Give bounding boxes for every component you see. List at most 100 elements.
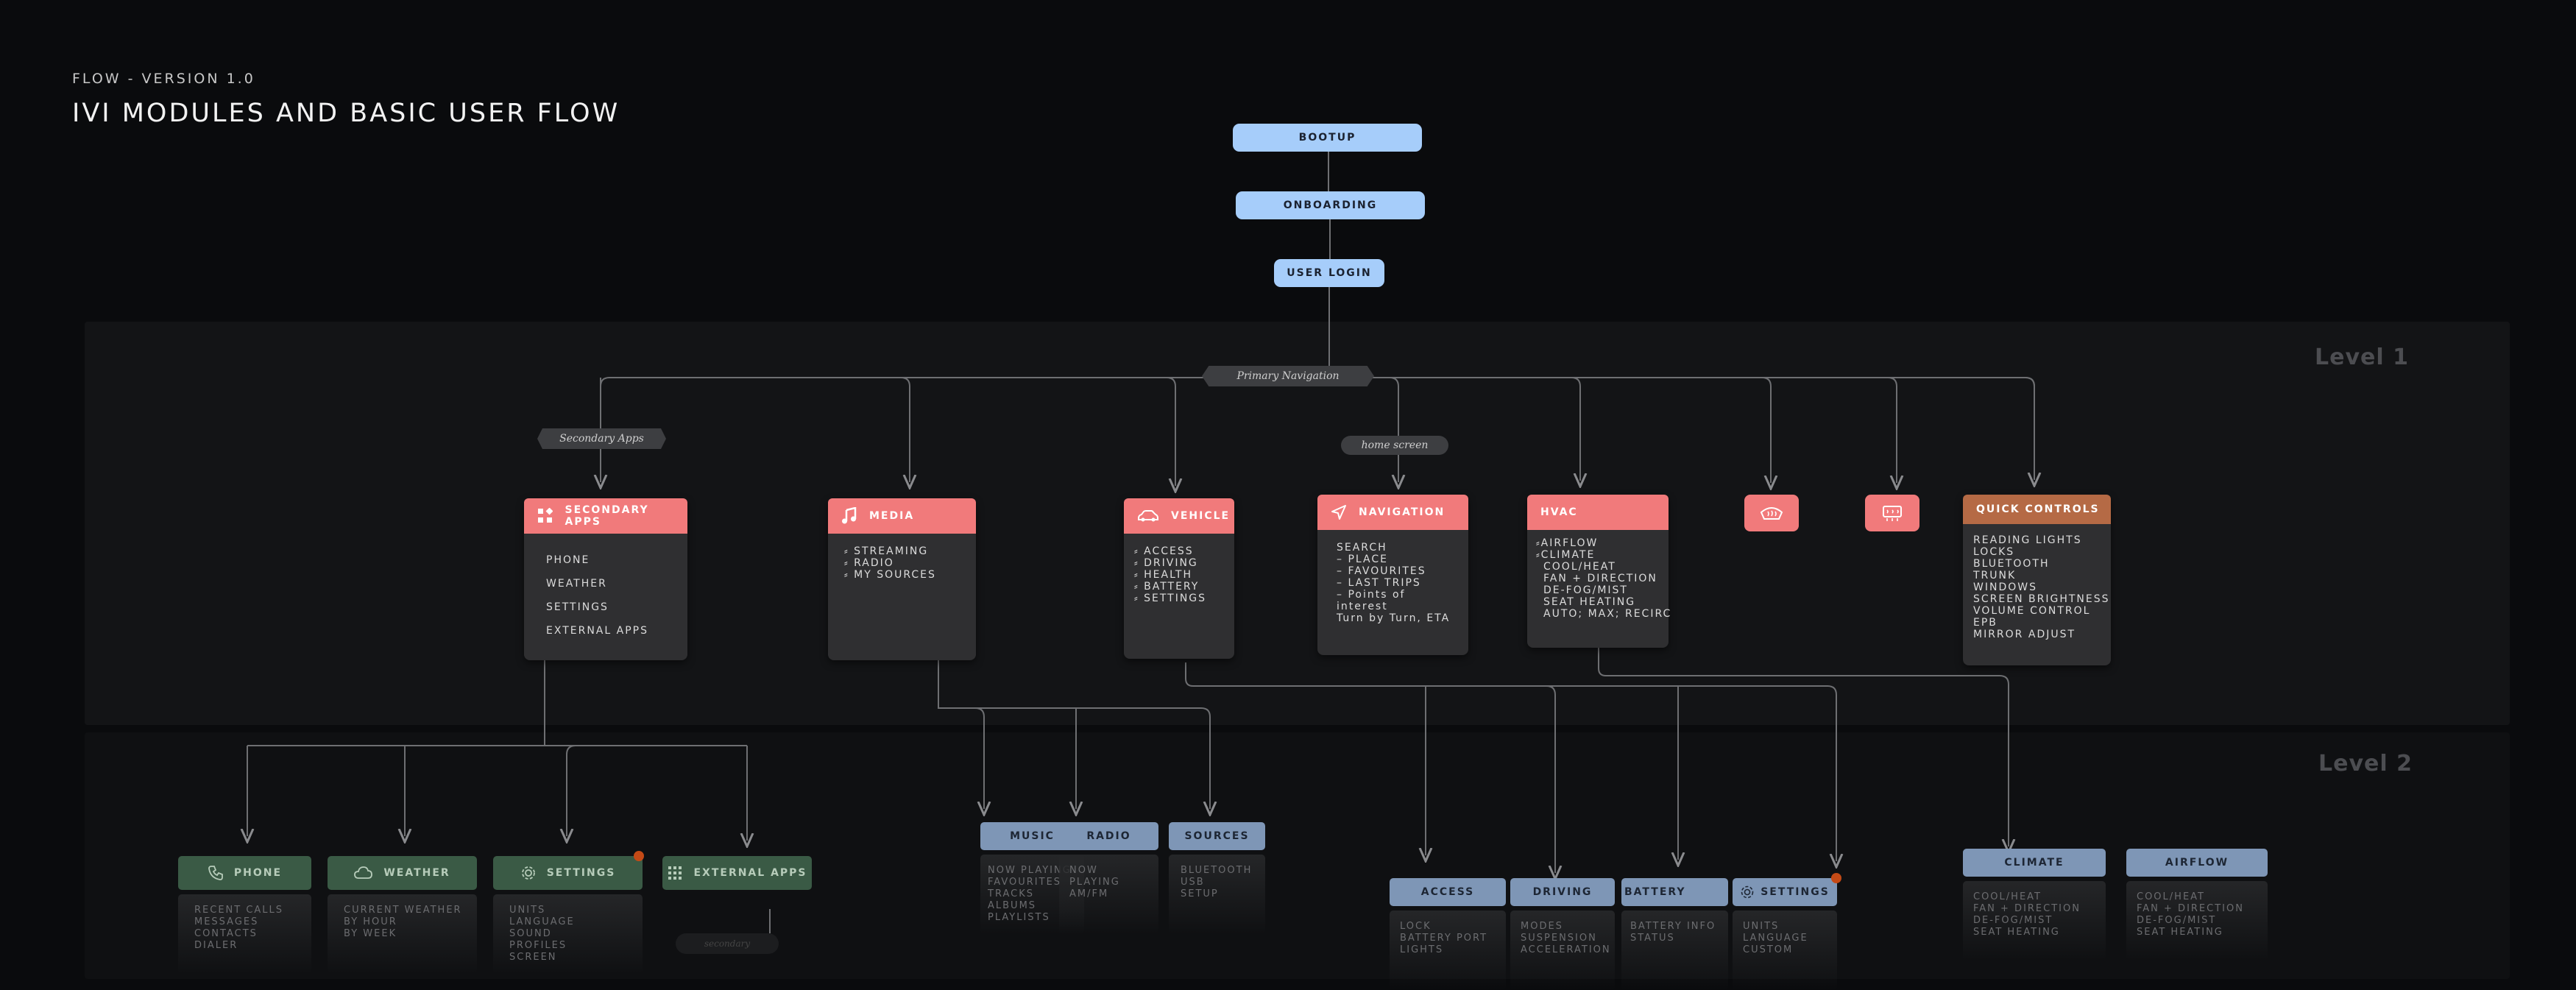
battery-header[interactable]: BATTERY: [1621, 878, 1728, 906]
list-item[interactable]: COOL/HEAT: [1543, 561, 1616, 573]
list-item[interactable]: DE-FOG/MIST: [1543, 584, 1628, 596]
list-item[interactable]: SETTINGS: [546, 601, 609, 613]
driving-node[interactable]: DRIVING MODES SUSPENSION ACCELERATION: [1510, 878, 1615, 990]
rear-defrost-button[interactable]: [1865, 495, 1919, 531]
list-item[interactable]: VOLUME CONTROL: [1973, 605, 2091, 617]
user-login-node[interactable]: USER LOGIN: [1274, 259, 1384, 287]
list-item[interactable]: Turn by Turn, ETA: [1337, 612, 1451, 624]
list-item[interactable]: WEATHER: [546, 578, 607, 590]
list-item[interactable]: MIRROR ADJUST: [1973, 629, 2076, 640]
list-item[interactable]: ⸗ BATTERY: [1134, 581, 1200, 593]
list-item[interactable]: WINDOWS: [1973, 581, 2037, 593]
list-item: SUSPENSION: [1521, 933, 1597, 944]
list-item: CURRENT WEATHER: [344, 905, 462, 916]
list-item[interactable]: LOCKS: [1973, 546, 2015, 558]
sources-node[interactable]: SOURCES BLUETOOTH USB SETUP: [1169, 822, 1265, 934]
external-apps-header[interactable]: EXTERNAL APPS: [662, 856, 812, 890]
grid-dots-icon: [668, 866, 682, 880]
list-item[interactable]: TRUNK: [1973, 570, 2017, 581]
driving-header[interactable]: DRIVING: [1510, 878, 1615, 906]
external-apps-node[interactable]: EXTERNAL APPS: [662, 856, 812, 890]
hvac-module[interactable]: HVAC ⸗AIRFLOW ⸗CLIMATE COOL/HEAT FAN + D…: [1527, 495, 1672, 648]
secondary-apps-module[interactable]: SECONDARY APPS PHONE WEATHER SETTINGS EX…: [524, 498, 687, 660]
sources-header[interactable]: SOURCES: [1169, 822, 1265, 850]
onboarding-node[interactable]: ONBOARDING: [1236, 191, 1425, 219]
radio-node[interactable]: RADIO NOW PLAYING AM/FM: [1059, 822, 1158, 934]
faded-secondary-tag: secondary: [676, 933, 779, 954]
rear-defrost-icon: [1883, 506, 1902, 521]
list-item[interactable]: ⸗ RADIO: [844, 557, 894, 569]
list-item[interactable]: ⸗CLIMATE: [1536, 549, 1596, 561]
navigation-module[interactable]: NAVIGATION SEARCH – PLACE – FAVOURITES –…: [1317, 495, 1468, 655]
hvac-header[interactable]: HVAC: [1527, 495, 1669, 530]
gear-icon: [1741, 885, 1754, 899]
page-title: IVI MODULES AND BASIC USER FLOW: [72, 99, 620, 128]
vehicle-settings-node[interactable]: SETTINGS UNITS LANGUAGE CUSTOM: [1733, 878, 1837, 990]
list-item[interactable]: EPB: [1973, 617, 1998, 629]
gear-icon: [521, 866, 535, 880]
settings-header[interactable]: SETTINGS: [493, 856, 643, 890]
bootup-node[interactable]: BOOTUP: [1233, 124, 1422, 152]
list-item[interactable]: ⸗ SETTINGS: [1134, 593, 1207, 604]
list-item: ACCELERATION: [1521, 944, 1611, 955]
list-item[interactable]: – Points of: [1337, 589, 1406, 601]
list-item[interactable]: READING LIGHTS: [1973, 534, 2082, 546]
climate-node[interactable]: CLIMATE COOL/HEAT FAN + DIRECTION DE-FOG…: [1963, 849, 2106, 961]
settings-list: UNITS LANGUAGE SOUND PROFILES SCREEN: [493, 894, 643, 974]
settings-node[interactable]: SETTINGS UNITS LANGUAGE SOUND PROFILES S…: [493, 856, 643, 974]
front-defrost-button[interactable]: [1744, 495, 1799, 531]
list-item[interactable]: BLUETOOTH: [1973, 558, 2050, 570]
vehicle-module[interactable]: VEHICLE ⸗ ACCESS ⸗ DRIVING ⸗ HEALTH ⸗ BA…: [1124, 498, 1234, 659]
media-header[interactable]: MEDIA: [828, 498, 976, 534]
list-item[interactable]: ⸗ MY SOURCES: [844, 569, 936, 581]
list-item: BATTERY INFO: [1630, 921, 1716, 932]
access-node[interactable]: ACCESS LOCK BATTERY PORT LIGHTS: [1390, 878, 1506, 990]
climate-header[interactable]: CLIMATE: [1963, 849, 2106, 877]
list-item: BLUETOOTH: [1181, 865, 1253, 876]
list-item[interactable]: – PLACE: [1337, 554, 1388, 565]
secondary-apps-header[interactable]: SECONDARY APPS: [524, 498, 687, 534]
front-defrost-icon: [1760, 507, 1783, 520]
hvac-title: HVAC: [1540, 506, 1578, 518]
list-item[interactable]: ⸗AIRFLOW: [1536, 537, 1599, 549]
battery-node[interactable]: BATTERY BATTERY INFO STATUS: [1621, 878, 1728, 990]
phone-node[interactable]: PHONE RECENT CALLS MESSAGES CONTACTS DIA…: [178, 856, 311, 974]
list-item[interactable]: – LAST TRIPS: [1337, 577, 1421, 589]
list-item[interactable]: SEAT HEATING: [1543, 596, 1636, 608]
weather-header[interactable]: WEATHER: [328, 856, 477, 890]
airflow-list: COOL/HEAT FAN + DIRECTION DE-FOG/MIST SE…: [2126, 881, 2268, 961]
vehicle-settings-header[interactable]: SETTINGS: [1733, 878, 1837, 906]
list-item[interactable]: ⸗ DRIVING: [1134, 557, 1198, 569]
car-icon: [1138, 510, 1158, 522]
access-header[interactable]: ACCESS: [1390, 878, 1506, 906]
list-item: PLAYING: [1069, 877, 1120, 888]
list-item[interactable]: SCREEN BRIGHTNESS: [1973, 593, 2110, 605]
vehicle-settings-list: UNITS LANGUAGE CUSTOM: [1733, 911, 1837, 990]
list-item[interactable]: interest: [1337, 601, 1388, 612]
list-item[interactable]: EXTERNAL APPS: [546, 625, 648, 637]
vehicle-header[interactable]: VEHICLE: [1124, 498, 1234, 534]
quick-controls-header[interactable]: QUICK CONTROLS: [1963, 495, 2111, 524]
airflow-node[interactable]: AIRFLOW COOL/HEAT FAN + DIRECTION DE-FOG…: [2126, 849, 2268, 961]
list-item[interactable]: SEARCH: [1337, 542, 1387, 554]
phone-header[interactable]: PHONE: [178, 856, 311, 890]
level-2-label: Level 2: [2318, 751, 2413, 777]
access-list: LOCK BATTERY PORT LIGHTS: [1390, 911, 1506, 990]
list-item[interactable]: – FAVOURITES: [1337, 565, 1426, 577]
navigation-header[interactable]: NAVIGATION: [1317, 495, 1468, 530]
radio-header[interactable]: RADIO: [1059, 822, 1158, 850]
phone-icon: [208, 866, 223, 880]
list-item[interactable]: ⸗ STREAMING: [844, 545, 929, 557]
list-item[interactable]: ⸗ HEALTH: [1134, 569, 1193, 581]
quick-controls-module[interactable]: QUICK CONTROLS READING LIGHTS LOCKS BLUE…: [1963, 495, 2111, 665]
airflow-header[interactable]: AIRFLOW: [2126, 849, 2268, 877]
weather-node[interactable]: WEATHER CURRENT WEATHER BY HOUR BY WEEK: [328, 856, 477, 974]
list-item: BATTERY PORT: [1400, 933, 1488, 944]
home-screen-tag: home screen: [1341, 436, 1448, 455]
list-item[interactable]: PHONE: [546, 554, 590, 566]
phone-title: PHONE: [233, 867, 283, 879]
media-module[interactable]: MEDIA ⸗ STREAMING ⸗ RADIO ⸗ MY SOURCES: [828, 498, 976, 660]
list-item[interactable]: AUTO; MAX; RECIRC: [1543, 608, 1672, 620]
list-item[interactable]: ⸗ ACCESS: [1134, 545, 1194, 557]
list-item[interactable]: FAN + DIRECTION: [1543, 573, 1657, 584]
